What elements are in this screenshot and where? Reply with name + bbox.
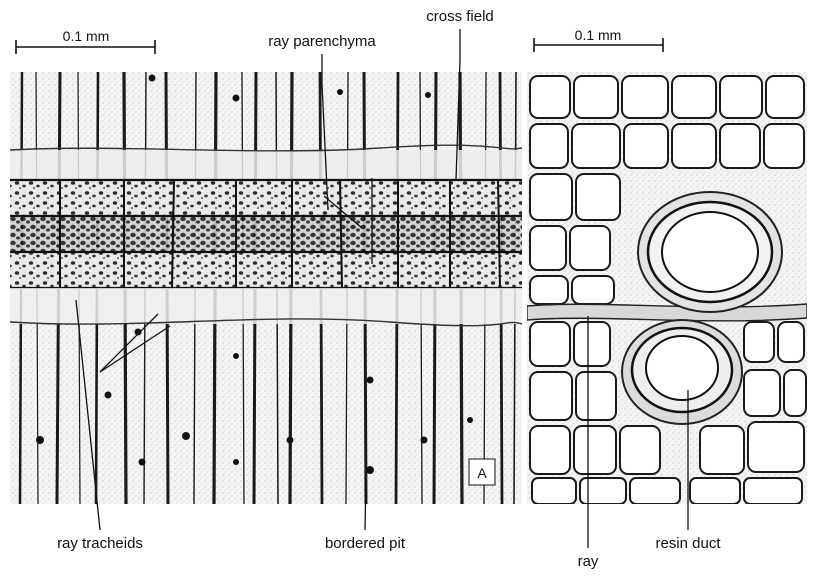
scale-bar-right-label: 0.1 mm xyxy=(575,27,622,43)
upper-ray-tracheid-row xyxy=(10,145,522,180)
cross-section-panel xyxy=(527,72,807,504)
label-ray-tracheids: ray tracheids xyxy=(57,535,143,552)
panel-letter: A xyxy=(477,465,487,481)
resin-duct-upper xyxy=(638,192,782,312)
label-ray-parenchyma: ray parenchyma xyxy=(268,33,376,50)
ray-band xyxy=(527,304,807,321)
ray-parenchyma-band xyxy=(10,180,522,288)
label-ray: ray xyxy=(578,553,599,570)
scale-bar-left-label: 0.1 mm xyxy=(63,28,110,44)
radial-section-panel xyxy=(10,72,522,504)
label-resin-duct: resin duct xyxy=(655,535,721,552)
lower-ray-tracheid-row xyxy=(10,288,522,326)
label-cross-field: cross field xyxy=(426,8,494,25)
label-bordered-pit: bordered pit xyxy=(325,535,406,552)
resin-duct-lower xyxy=(622,320,742,424)
